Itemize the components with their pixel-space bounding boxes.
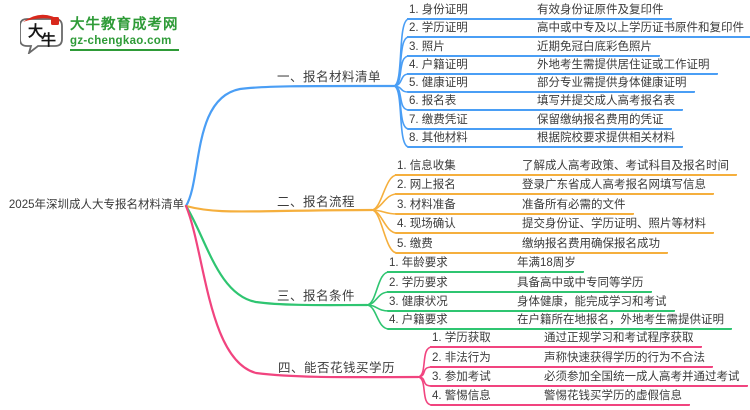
item-desc: 警惕花钱买学历的虚假信息 (544, 390, 682, 402)
item-node: 5. 缴费 缴纳报名费用确保报名成功 (395, 237, 668, 254)
item-label: 5. 缴费 (397, 238, 433, 250)
item-desc: 近期免冠白底彩色照片 (537, 41, 652, 53)
item-label: 3. 材料准备 (397, 199, 456, 211)
item-desc: 有效身份证原件及复印件 (537, 4, 664, 16)
item-label: 7. 缴费凭证 (409, 114, 468, 126)
item-label: 5. 健康证明 (409, 77, 468, 89)
item-label: 4. 户籍要求 (389, 314, 448, 326)
item-node: 4. 现场确认 提交身份证、学历证明、照片等材料 (395, 217, 714, 234)
item-node: 4. 户籍证明 外地考生需提供居住证或工作证明 (407, 58, 718, 75)
item-desc: 外地考生需提供居住证或工作证明 (537, 59, 710, 71)
item-label: 2. 学历证明 (409, 22, 468, 34)
item-desc: 了解成人高考政策、考试科目及报名时间 (522, 160, 729, 172)
site-domain: gz-chengkao.com (70, 35, 179, 51)
speech-bubble-shape (20, 18, 63, 54)
branch-node-buy-diploma: 四、能否花钱买学历 (278, 361, 396, 375)
item-label: 3. 参加考试 (432, 371, 491, 383)
branch-node-process: 二、报名流程 (277, 195, 356, 209)
item-label: 8. 其他材料 (409, 132, 468, 144)
item-node: 1. 年龄要求 年满18周岁 (387, 256, 584, 273)
item-node: 1. 身份证明 有效身份证原件及复印件 (407, 3, 672, 20)
item-node: 3. 健康状况 身体健康，能完成学习和考试 (387, 295, 675, 312)
item-desc: 通过正规学习和考试程序获取 (544, 332, 694, 344)
site-logo: 大 牛 大牛教育成考网 gz-chengkao.com (20, 10, 179, 54)
item-desc: 填写并提交成人高考报名表 (537, 95, 675, 107)
item-desc: 部分专业需提供身体健康证明 (537, 77, 687, 89)
item-desc: 具备高中或中专同等学历 (517, 277, 644, 289)
item-label: 4. 户籍证明 (409, 59, 468, 71)
item-node: 1. 学历获取 通过正规学习和考试程序获取 (430, 331, 702, 348)
item-label: 1. 学历获取 (432, 332, 491, 344)
item-node: 2. 学历证明 高中或中专及以上学历证书原件和复印件 (407, 21, 750, 38)
item-node: 5. 健康证明 部分专业需提供身体健康证明 (407, 76, 695, 93)
item-node: 8. 其他材料 根据院校要求提供相关材料 (407, 131, 683, 148)
item-node: 4. 警惕信息 警惕花钱买学历的虚假信息 (430, 389, 690, 406)
item-desc: 声称快速获得学历的行为不合法 (544, 352, 705, 364)
branch2-lines (184, 174, 398, 254)
item-node: 6. 报名表 填写并提交成人高考报名表 (407, 94, 683, 111)
red-seal-shape (51, 17, 59, 25)
item-desc: 保留缴纳报名费用的凭证 (537, 114, 664, 126)
item-label: 3. 照片 (409, 41, 445, 53)
item-desc: 准备所有必需的文件 (522, 199, 626, 211)
branch-node-conditions: 三、报名条件 (277, 289, 356, 303)
item-desc: 登录广东省成人高考报名网填写信息 (522, 179, 706, 191)
item-label: 6. 报名表 (409, 95, 457, 107)
item-node: 3. 照片 近期免冠白底彩色照片 (407, 40, 660, 57)
item-label: 2. 学历要求 (389, 277, 448, 289)
item-label: 1. 年龄要求 (389, 257, 448, 269)
item-desc: 提交身份证、学历证明、照片等材料 (522, 218, 706, 230)
item-desc: 根据院校要求提供相关材料 (537, 132, 675, 144)
branch3-lines (184, 204, 390, 330)
item-node: 4. 户籍要求 在户籍所在地报名，外地考生需提供证明 (387, 313, 732, 330)
item-label: 2. 非法行为 (432, 352, 491, 364)
branch-node-materials: 一、报名材料清单 (277, 70, 382, 84)
item-label: 2. 网上报名 (397, 179, 456, 191)
branch1-lines (184, 18, 410, 208)
item-label: 1. 身份证明 (409, 4, 468, 16)
item-node: 3. 材料准备 准备所有必需的文件 (395, 198, 634, 215)
root-node-title: 2025年深圳成人大专报名材料清单 (8, 199, 184, 211)
item-desc: 在户籍所在地报名，外地考生需提供证明 (517, 314, 724, 326)
item-desc: 高中或中专及以上学历证书原件和复印件 (537, 22, 744, 34)
item-desc: 必须参加全国统一成人高考并通过考试 (544, 371, 740, 383)
item-label: 1. 信息收集 (397, 160, 456, 172)
item-node: 1. 信息收集 了解成人高考政策、考试科目及报名时间 (395, 159, 737, 176)
item-desc: 缴纳报名费用确保报名成功 (522, 238, 660, 250)
item-label: 4. 现场确认 (397, 218, 456, 230)
item-node: 2. 非法行为 声称快速获得学历的行为不合法 (430, 351, 713, 368)
item-label: 4. 警惕信息 (432, 390, 491, 402)
item-node: 3. 参加考试 必须参加全国统一成人高考并通过考试 (430, 370, 748, 387)
logo-char-1: 大 (28, 22, 43, 40)
item-node: 2. 学历要求 具备高中或中专同等学历 (387, 276, 652, 293)
site-name: 大牛教育成考网 (70, 17, 179, 33)
item-desc: 身体健康，能完成学习和考试 (517, 296, 667, 308)
logo-char-2: 牛 (41, 31, 56, 49)
item-node: 7. 缴费凭证 保留缴纳报名费用的凭证 (407, 113, 672, 130)
red-arc-shape (23, 14, 61, 22)
branch4-lines (184, 204, 433, 406)
item-node: 2. 网上报名 登录广东省成人高考报名网填写信息 (395, 178, 714, 195)
item-label: 3. 健康状况 (389, 296, 448, 308)
bull-bubble-logo-icon: 大 牛 (20, 14, 63, 54)
item-desc: 年满18周岁 (517, 257, 576, 269)
